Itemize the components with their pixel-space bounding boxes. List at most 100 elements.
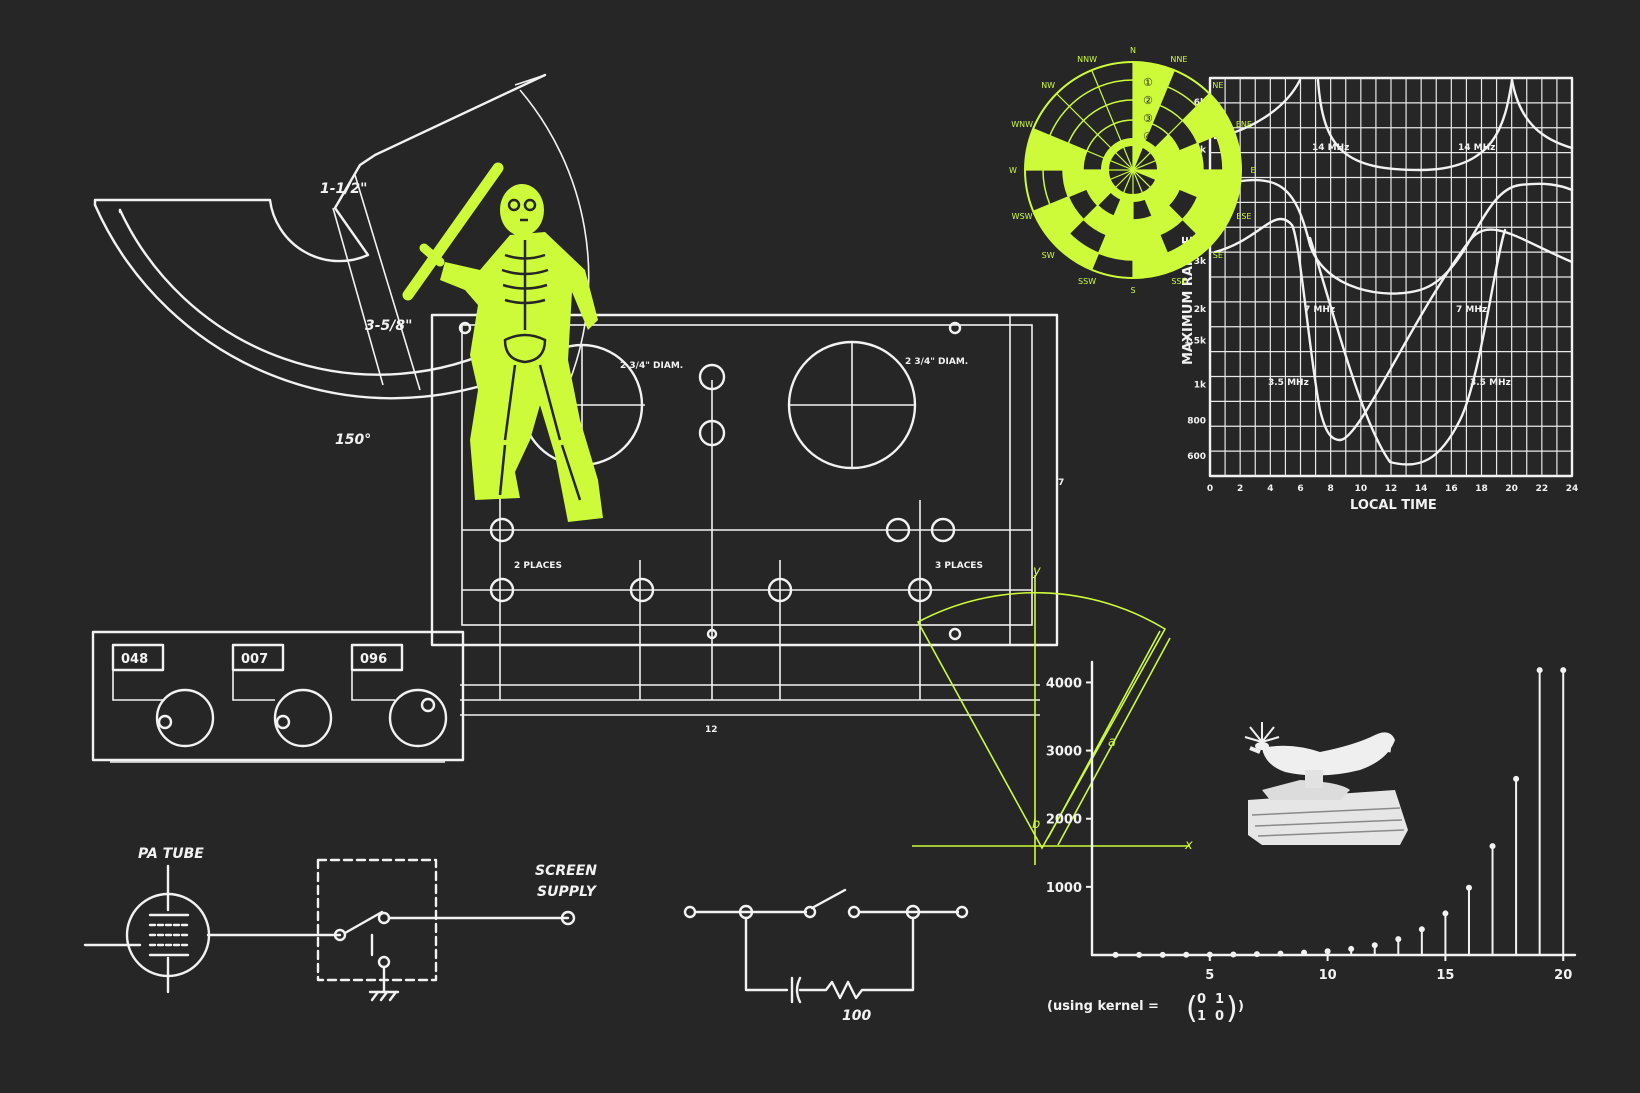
- x-axis-label: x: [1184, 838, 1193, 853]
- radar-spoke: [1132, 169, 1234, 212]
- radar-segment: [1182, 196, 1217, 234]
- range-x-tick: 0: [1207, 484, 1213, 494]
- dim-side-label: 3-5/8": [365, 318, 412, 334]
- pa-tube-schematic: PA TUBE SCREEN SUPPLY: [83, 846, 598, 1002]
- stem-point: [1348, 945, 1355, 952]
- stem-point: [1324, 948, 1331, 955]
- shield-box: [316, 858, 438, 982]
- radar-direction-label: N: [1130, 46, 1136, 55]
- radar-direction-label: SSE: [1171, 277, 1186, 286]
- stem-point: [1465, 884, 1472, 891]
- svg-text:): ): [1226, 991, 1238, 1026]
- stem-point: [1183, 951, 1190, 958]
- kernel-10: 1: [1197, 1009, 1206, 1024]
- knob-2: [273, 688, 333, 748]
- radar-direction-label: NNW: [1077, 55, 1097, 64]
- radar-direction-label: SE: [1213, 251, 1223, 260]
- dial-value-2: 007: [241, 652, 268, 667]
- range-xlabel: LOCAL TIME: [1350, 498, 1437, 513]
- stem-point: [1560, 667, 1567, 674]
- places-three-label: 3 PLACES: [935, 561, 983, 571]
- stem-y-tick-label: 1000: [1046, 881, 1082, 896]
- switch-circuit: 100: [683, 888, 969, 1024]
- diam-left-label: 2 3/4" DIAM.: [620, 361, 683, 371]
- range-x-tick: 24: [1566, 484, 1579, 494]
- stem-point: [1277, 950, 1284, 957]
- range-y-tick: 800: [1187, 416, 1206, 426]
- radar-spoke: [1132, 69, 1175, 171]
- stem-x-tick-label: 15: [1436, 968, 1454, 983]
- stem-point: [1159, 951, 1166, 958]
- radar-direction-label: SSW: [1078, 277, 1096, 286]
- width-dim-label: 12: [705, 725, 718, 735]
- curve-label-5: 3.5 MHz: [1268, 378, 1309, 388]
- kernel-01: 1: [1215, 992, 1224, 1007]
- radar-direction-label: ENE: [1236, 120, 1252, 129]
- stem-x-tick-label: 20: [1554, 968, 1572, 983]
- range-y-tick: 600: [1187, 452, 1206, 462]
- curve-label-6: 3.5 MHz: [1470, 378, 1511, 388]
- radar-segment: [1063, 143, 1087, 170]
- stem-point: [1136, 951, 1143, 958]
- stem-point: [1489, 843, 1496, 850]
- radar-direction-label: E: [1250, 166, 1255, 175]
- radar-spoke: [1032, 128, 1134, 171]
- radar-segments: [1025, 62, 1241, 278]
- radar-direction-label: SW: [1042, 251, 1055, 260]
- supply-label: SUPPLY: [537, 884, 598, 900]
- radar-segment: [1043, 135, 1069, 170]
- radar-direction-label: S: [1130, 286, 1135, 295]
- radar-spoke: [1132, 169, 1175, 271]
- range-x-tick: 4: [1267, 484, 1273, 494]
- range-y-tick: 3k: [1194, 257, 1207, 267]
- radar-segment: [1113, 195, 1133, 220]
- stem-marks: [1112, 667, 1567, 958]
- curve-label-3: 7 MHz: [1304, 305, 1335, 315]
- radar-direction-label: NNE: [1170, 55, 1187, 64]
- curve-label-2: 14 MHz: [1458, 143, 1495, 153]
- radar-spoke: [1132, 169, 1210, 247]
- stem-y-tick-label: 4000: [1046, 676, 1082, 691]
- oil-lamp-illustration: [1244, 722, 1408, 845]
- pa-tube-label: PA TUBE: [138, 846, 204, 862]
- radar-segment: [1063, 170, 1087, 197]
- radar-direction-label: NW: [1041, 81, 1055, 90]
- range-x-tick: 14: [1415, 484, 1428, 494]
- knob-3: [388, 688, 448, 748]
- skeleton-figure: [402, 162, 603, 522]
- vector-a-label: a: [1108, 735, 1116, 750]
- radar-segment: [1133, 234, 1168, 260]
- ring-mark-3: ③: [1143, 112, 1153, 125]
- range-x-tick: 2: [1237, 484, 1243, 494]
- radar-segment: [1106, 216, 1133, 240]
- range-x-tick: 8: [1328, 484, 1334, 494]
- stem-point: [1112, 951, 1119, 958]
- curve-label-4: 7 MHz: [1456, 305, 1487, 315]
- stem-point: [1513, 775, 1520, 782]
- radar-direction-label: WSW: [1012, 212, 1033, 221]
- radar-segment: [1216, 128, 1241, 170]
- range-x-tick: 16: [1445, 484, 1458, 494]
- range-y-tick: 1.5k: [1184, 337, 1207, 347]
- stem-point: [1418, 926, 1425, 933]
- ring-mark-4: ④: [1143, 130, 1153, 143]
- arc-sector-diagram: 1-1/2" 3-5/8" 150°: [93, 73, 590, 448]
- screen-label: SCREEN: [535, 863, 597, 879]
- resistor-value: 100: [842, 1008, 871, 1024]
- stem-y-tick-label: 2000: [1046, 813, 1082, 828]
- range-x-tick: 18: [1475, 484, 1488, 494]
- dial-panel: 048 007 096: [91, 630, 465, 763]
- radar-segment: [1158, 150, 1183, 170]
- radar-direction-label: WNW: [1011, 120, 1033, 129]
- angle-label: 150°: [335, 432, 371, 448]
- stem-point: [1253, 951, 1260, 958]
- radar-spoke: [1132, 93, 1210, 171]
- radar-direction-label: ESE: [1236, 212, 1251, 221]
- rotated-axes-diagram: a b x y: [912, 564, 1193, 865]
- height-dim-label: 7: [1058, 478, 1064, 488]
- knob-1: [155, 688, 215, 748]
- range-x-tick: 6: [1297, 484, 1303, 494]
